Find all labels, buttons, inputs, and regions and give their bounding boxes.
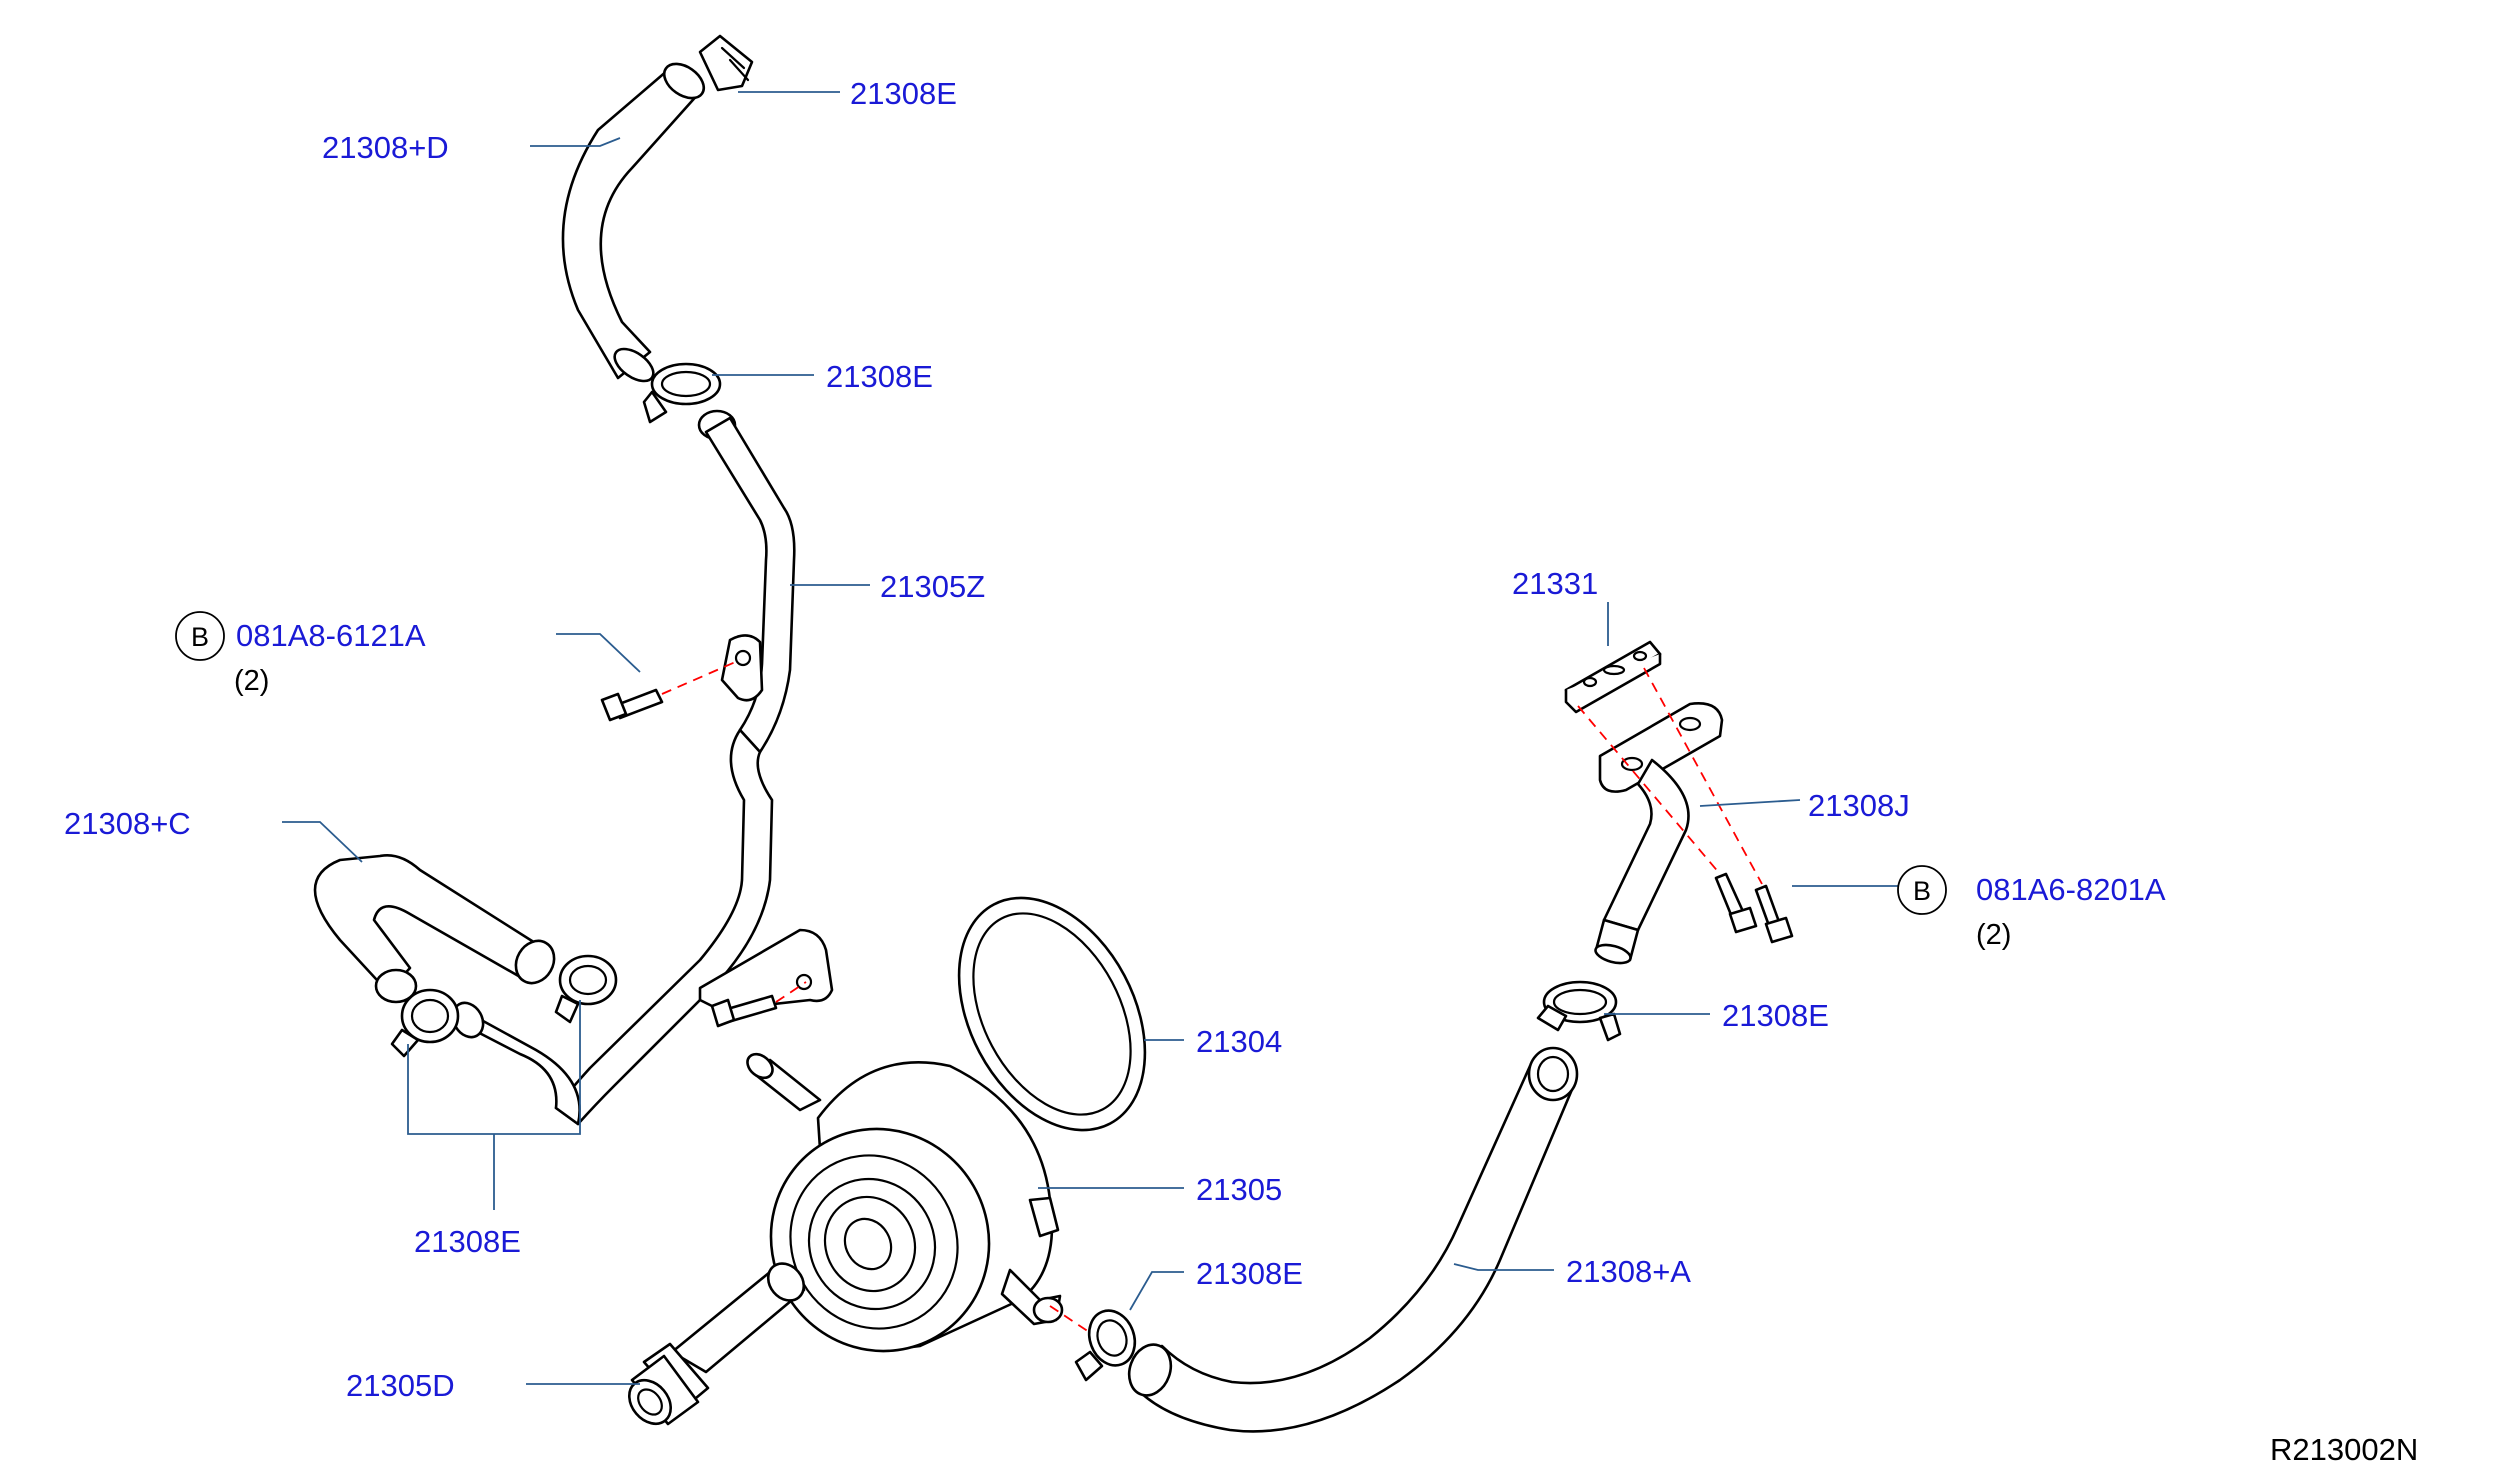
- label-hose-21308-d: 21308+D: [322, 130, 449, 165]
- callout-circle-right: [1897, 865, 1947, 915]
- bolt-left-lower: [710, 994, 778, 1028]
- label-tube-21308j: 21308J: [1808, 788, 1910, 823]
- label-hose-21308-c: 21308+C: [64, 806, 191, 841]
- bolt-axis-right-1: [1577, 705, 1721, 875]
- bolt-axis-left-upper: [661, 659, 741, 695]
- label-bolt-right: 081A6-8201A: [1976, 872, 2166, 907]
- label-clamp-lower: 21308E: [1196, 1256, 1303, 1291]
- label-bolt-right-qty: (2): [1976, 919, 2011, 951]
- bolt-axis-right-2: [1643, 667, 1763, 885]
- label-seal-ring-21304: 21304: [1196, 1024, 1282, 1059]
- callout-marker-left: B: [191, 622, 209, 652]
- label-oil-cooler-21305: 21305: [1196, 1172, 1282, 1207]
- bolt-right-a: [1714, 872, 1758, 934]
- clamp-left-a: [390, 988, 460, 1058]
- seal-ring-21304: [957, 896, 1147, 1132]
- clamp-upper: [642, 362, 722, 424]
- connector-21305d: [628, 1262, 806, 1426]
- gasket-21331: [1564, 640, 1662, 714]
- label-clamp-upper: 21308E: [826, 359, 933, 394]
- bolt-left-upper: [600, 688, 664, 722]
- clamp-lower: [1074, 1309, 1137, 1382]
- hose-21308-c: [313, 854, 556, 1004]
- tube-21308j: [1594, 702, 1724, 965]
- hose-21308-a: [1127, 1046, 1579, 1433]
- callout-circle-left: [175, 611, 225, 661]
- hose-connector-left: [451, 1001, 581, 1126]
- callout-marker-right: B: [1913, 876, 1931, 906]
- tube-21305z: [554, 409, 834, 1126]
- hose-21308-d: [561, 62, 706, 383]
- label-clamp-right: 21308E: [1722, 998, 1829, 1033]
- label-clamp-top: 21308E: [850, 76, 957, 111]
- reference-code: R213002N: [2270, 1432, 2418, 1467]
- label-tube-21305z: 21305Z: [880, 569, 985, 604]
- bolt-right-b: [1754, 884, 1794, 944]
- label-gasket-21331: 21331: [1512, 566, 1598, 601]
- label-bolt-left-qty: (2): [234, 665, 269, 697]
- oil-cooler-21305: [746, 1052, 1064, 1353]
- bolt-axis-left-lower: [775, 981, 807, 1003]
- label-connector-21305d: 21305D: [346, 1368, 455, 1403]
- label-bolt-left: 081A8-6121A: [236, 618, 426, 653]
- clamp-top: [698, 34, 754, 92]
- clamp-left-b: [554, 954, 618, 1024]
- label-hose-21308-a: 21308+A: [1566, 1254, 1691, 1289]
- clamp-right: [1536, 980, 1622, 1042]
- leader-lines: [282, 91, 1898, 1385]
- label-clamps-left: 21308E: [414, 1224, 521, 1259]
